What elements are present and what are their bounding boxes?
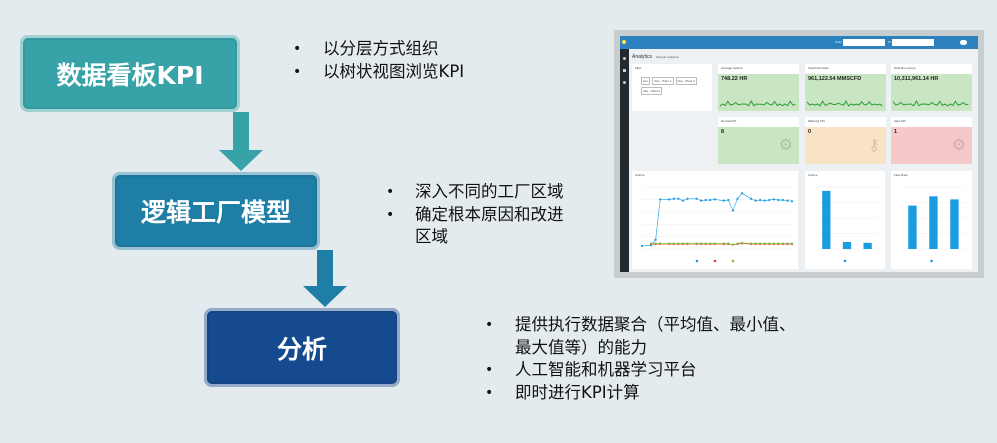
- kpi-title: Average Uptime: [721, 66, 743, 70]
- from-label: From: [835, 40, 842, 44]
- filter-title: Filter: [635, 66, 642, 70]
- step-dashboard-kpi: 数据看板KPI: [20, 35, 240, 112]
- toggle-icon[interactable]: [960, 40, 967, 45]
- step-label: 分析: [276, 334, 327, 364]
- kpi-value: 10,311,961.14 HR: [894, 76, 939, 82]
- status-value: 0: [808, 129, 812, 135]
- sparkline: [807, 100, 883, 107]
- step-analytics: 分析: [204, 308, 400, 387]
- sparkline: [720, 99, 796, 107]
- bar: [950, 199, 959, 249]
- key-icon: ⚷: [868, 137, 880, 154]
- flow-rate-bar-chart: Flow Rate: [891, 171, 972, 269]
- dashboard-screenshot: From To Analytics Sample Analytics Filte…: [614, 30, 984, 278]
- uptime-bar-chart: Uptime: [805, 171, 885, 269]
- bullet-item: •深入不同的工厂区域: [386, 182, 564, 201]
- from-date-input[interactable]: [843, 39, 885, 46]
- bullet-item: •即时进行KPI计算: [485, 382, 640, 402]
- filter-chip[interactable]: ALL: [641, 77, 651, 85]
- sidebar: [620, 49, 629, 272]
- to-label: To: [888, 40, 892, 44]
- bullet-list-dashboard: •以分层方式组织 •以树状视图浏览KPI: [293, 38, 464, 83]
- data-point: [790, 200, 794, 203]
- kpi-value: 961,122.54 MMSCFD: [808, 76, 862, 82]
- logo-icon: [622, 40, 626, 44]
- nav-icon[interactable]: [623, 57, 626, 60]
- gears-icon: ⚙: [778, 137, 793, 154]
- filter-chip[interactable]: Site - Plant 3: [641, 87, 663, 95]
- series-line: [641, 192, 793, 247]
- bar: [929, 196, 938, 249]
- status-card[interactable]: Warning KPI 0 ⚷: [805, 117, 886, 164]
- chart-title: Flow Rate: [894, 173, 908, 177]
- bullet-item: •以树状视图浏览KPI: [293, 61, 465, 81]
- nav-icon[interactable]: [623, 81, 626, 84]
- kpi-card[interactable]: Total Run Hours 10,311,961.14 HR: [891, 64, 972, 111]
- status-card[interactable]: Normal KPI 8 ⚙: [718, 117, 799, 164]
- bullet-item: 最大值等）的能力: [515, 337, 647, 357]
- series-line: [651, 242, 792, 245]
- series-line: [651, 243, 792, 245]
- bar: [822, 190, 831, 249]
- legend-marker: [843, 259, 847, 263]
- bullet-list-plant-model: •深入不同的工厂区域 •确定根本原因和改进 区域: [386, 181, 564, 249]
- legend-marker: [713, 259, 717, 263]
- bar: [908, 205, 917, 249]
- bullet-item: •提供执行数据聚合（平均值、最小值、: [485, 315, 796, 334]
- status-title: Normal KPI: [721, 119, 737, 123]
- kpi-value: 748.22 HR: [721, 76, 748, 82]
- status-value: 8: [721, 129, 725, 135]
- legend-marker: [695, 259, 699, 263]
- arrow-down-icon: [219, 112, 263, 171]
- step-logical-plant-model: 逻辑工厂模型: [112, 172, 320, 250]
- status-card[interactable]: Alert KPI 1 ⚙: [891, 117, 972, 164]
- kpi-card[interactable]: Average Uptime 748.22 HR: [718, 64, 799, 111]
- step-label: 逻辑工厂模型: [140, 198, 291, 227]
- kpi-card[interactable]: Total Flow Rate 961,122.54 MMSCFD: [805, 64, 886, 111]
- filter-chip[interactable]: Site - Plant 2: [675, 77, 697, 85]
- bullet-item: •确定根本原因和改进: [386, 204, 564, 224]
- bar: [842, 242, 852, 249]
- uptime-line-chart: Uptime: [632, 171, 798, 269]
- legend-marker: [930, 259, 933, 263]
- bullet-item: 区域: [415, 227, 448, 246]
- arrow-down-icon: [303, 250, 347, 307]
- legend-marker: [731, 259, 735, 263]
- bullet-item: •人工智能和机器学习平台: [485, 360, 697, 379]
- chart-title: Uptime: [808, 173, 818, 177]
- page-subtitle: Sample Analytics: [656, 55, 679, 59]
- page-title: Analytics: [632, 54, 653, 60]
- step-label: 数据看板KPI: [56, 60, 204, 90]
- bullet-list-analytics: •提供执行数据聚合（平均值、最小值、 最大值等）的能力 •人工智能和机器学习平台…: [485, 314, 796, 404]
- to-date-input[interactable]: [892, 39, 934, 46]
- kpi-title: Total Flow Rate: [808, 66, 829, 70]
- nav-icon[interactable]: [623, 69, 626, 72]
- kpi-title: Total Run Hours: [894, 66, 916, 70]
- status-title: Alert KPI: [894, 119, 906, 123]
- main-area: Analytics Sample Analytics Filter ALL Si…: [629, 49, 978, 272]
- status-value: 1: [894, 129, 898, 135]
- bullet-item: •以分层方式组织: [293, 39, 439, 58]
- gear-icon: ⚙: [951, 137, 966, 154]
- chart-title: Uptime: [635, 173, 645, 177]
- top-bar: From To: [620, 36, 978, 49]
- status-title: Warning KPI: [808, 119, 825, 123]
- sparkline: [893, 99, 969, 107]
- filter-panel: Filter ALL Site - Plant 1 Site - Plant 2…: [632, 64, 712, 111]
- bar: [863, 242, 872, 249]
- filter-chip[interactable]: Site - Plant 1: [652, 77, 674, 85]
